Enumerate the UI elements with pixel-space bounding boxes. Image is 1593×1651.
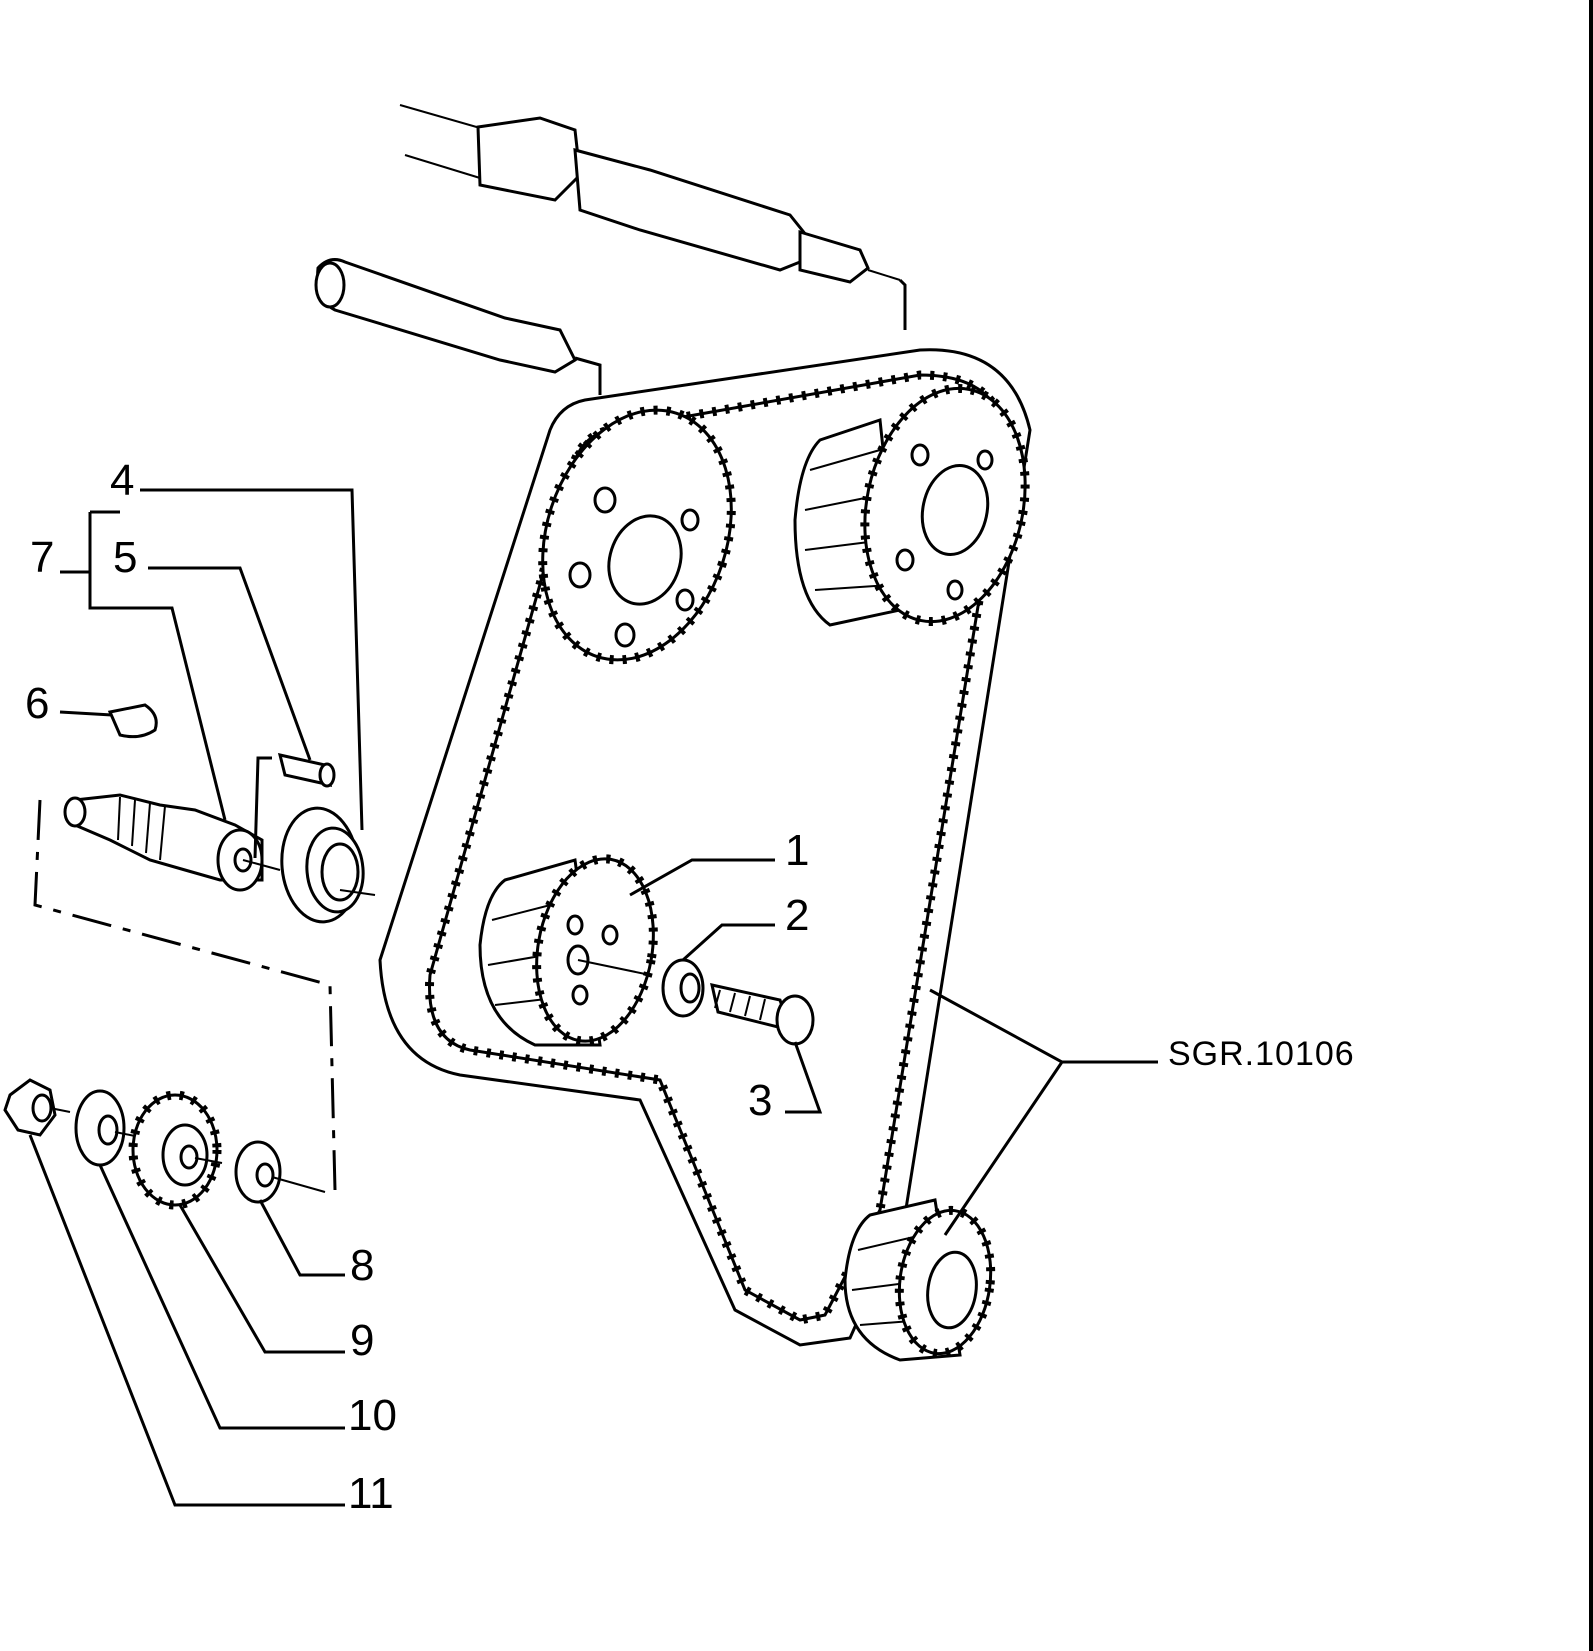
lower-rod	[314, 258, 602, 395]
right-camshaft-pulley	[793, 383, 1030, 627]
dowel-pin	[277, 753, 336, 788]
callout-7: 7	[30, 533, 54, 582]
figure-code: SGR.10106	[1168, 1035, 1355, 1073]
woodruff-key	[107, 703, 158, 739]
bolt	[710, 983, 815, 1046]
callout-9: 9	[350, 1316, 374, 1365]
thrust-washer	[234, 1140, 326, 1204]
leader-lines	[28, 488, 1158, 1507]
callout-1: 1	[785, 826, 809, 875]
callout-5: 5	[113, 533, 137, 582]
upper-shaft	[399, 104, 907, 330]
callout-8: 8	[350, 1241, 374, 1290]
left-camshaft-pulley	[538, 405, 736, 665]
crankshaft-pulley	[843, 1198, 996, 1362]
auxiliary-shaft	[63, 793, 281, 892]
tensioner-pulley	[478, 854, 658, 1047]
callout-3: 3	[748, 1076, 772, 1125]
idler-pulley	[280, 806, 376, 924]
callout-10: 10	[348, 1391, 397, 1440]
alignment-line	[33, 799, 337, 1191]
nut	[3, 1078, 71, 1137]
callout-2: 2	[785, 891, 809, 940]
callout-4: 4	[110, 456, 134, 505]
callout-6: 6	[25, 679, 49, 728]
callout-11: 11	[348, 1469, 394, 1518]
sprocket	[128, 1090, 223, 1210]
spring-washer	[74, 1089, 136, 1167]
timing-belt	[378, 348, 1032, 1347]
washer	[661, 958, 705, 1018]
